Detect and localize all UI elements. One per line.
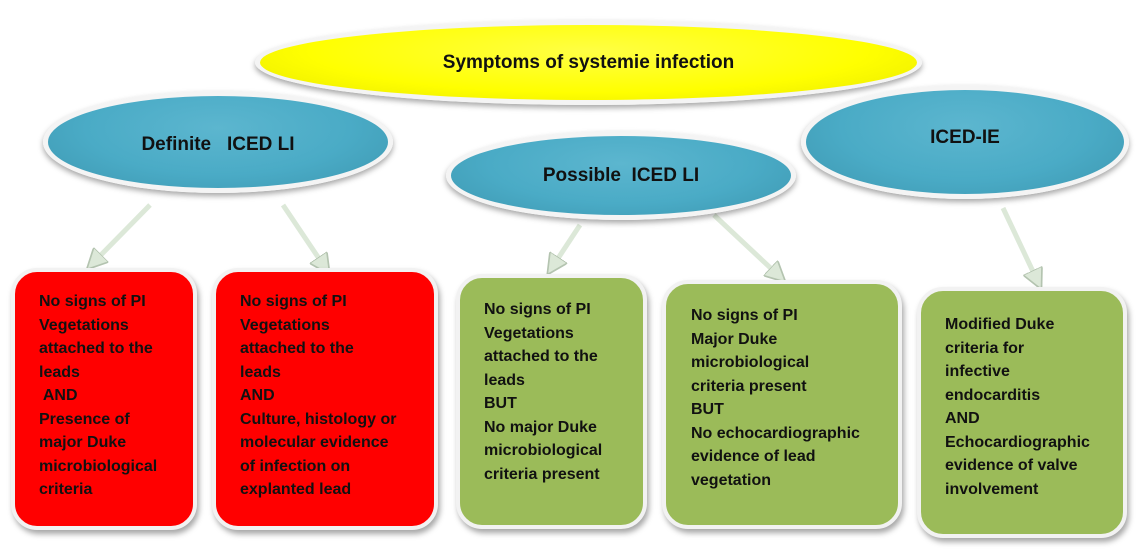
box-2-line: AND: [240, 387, 275, 404]
box-2-line: molecular evidence: [240, 434, 389, 451]
box-5-line: Echocardiographic: [945, 433, 1090, 451]
box-2-line: Vegetations: [240, 316, 330, 334]
box-3-line: Vegetations: [484, 324, 574, 342]
category-node-possible-label: Possible ICED LI: [542, 164, 700, 186]
box-4-line: No signs of PI: [691, 307, 798, 324]
box-1-line: major Duke: [39, 434, 127, 451]
arrow-definite-to-box-1: [94, 203, 152, 262]
box-4-line: No echocardiographic: [691, 424, 860, 442]
box-4-line: BUT: [691, 401, 724, 418]
box-2-line: explanted lead: [240, 481, 352, 498]
box-4-line: evidence of lead: [691, 448, 816, 465]
criteria-box-iced-ie: Modified Duke criteria for infective end…: [917, 287, 1127, 538]
box-3-line: No signs of PI: [484, 301, 591, 318]
arrow-possible-to-box-4: [712, 213, 778, 275]
criteria-box-possible-microbiological: No signs of PI Major Duke microbiologica…: [662, 280, 902, 529]
box-2-line: of infection on: [240, 457, 351, 475]
box-5-line: involvement: [945, 480, 1039, 498]
box-1-line: attached to the: [39, 340, 153, 357]
box-5-line: Modified Duke: [945, 316, 1055, 333]
criteria-box-possible-vegetation: No signs of PI Vegetations attached to t…: [456, 274, 647, 529]
box-2-line: attached to the: [240, 340, 354, 357]
box-3-line: BUT: [484, 395, 517, 412]
box-3-line: leads: [484, 371, 525, 389]
box-1-line: microbiological: [39, 457, 158, 475]
arrow-definite-to-box-2: [280, 203, 324, 266]
box-5-line: endocarditis: [945, 386, 1041, 404]
category-node-iced-ie-label: ICED-IE: [930, 127, 1000, 148]
box-1-line: Vegetations: [39, 316, 129, 334]
box-5-line: infective: [945, 363, 1010, 380]
box-5-line: AND: [945, 410, 980, 427]
arrow-icedie-to-box-5: [1000, 206, 1037, 280]
category-node-definite-label: Definite ICED LI: [141, 133, 295, 155]
box-1-line: criteria: [39, 481, 93, 498]
criteria-box-definite-vegetation: No signs of PI Vegetations attached to t…: [11, 268, 197, 530]
box-4-line: Major Duke: [691, 330, 778, 348]
box-1-line: Presence of: [39, 410, 130, 428]
criteria-box-definite-culture: No signs of PI Vegetations attached to t…: [212, 268, 438, 530]
box-1-line: leads: [39, 363, 80, 381]
box-1-line: AND: [39, 387, 78, 404]
box-1-line: No signs of PI: [39, 293, 146, 310]
box-3-line: No major Duke: [484, 418, 597, 436]
box-4-line: criteria present: [691, 377, 807, 395]
box-2-line: Culture, histology or: [240, 410, 397, 428]
category-node-definite: Definite ICED LI: [43, 91, 393, 193]
arrow-possible-to-box-3: [553, 223, 583, 266]
box-2-line: leads: [240, 363, 281, 381]
top-node-systemic-infection: Symptoms of systemie infection: [255, 20, 922, 105]
box-3-line: attached to the: [484, 348, 598, 365]
top-node-label: Symptoms of systemie infection: [442, 51, 735, 73]
box-5-line: evidence of valve: [945, 457, 1078, 474]
box-3-line: criteria present: [484, 465, 600, 483]
box-4-line: vegetation: [691, 471, 772, 489]
category-node-iced-ie: ICED-IE: [801, 85, 1129, 199]
box-2-line: No signs of PI: [240, 293, 347, 310]
box-5-line: criteria for: [945, 339, 1025, 357]
category-node-possible: Possible ICED LI: [446, 131, 796, 220]
box-4-line: microbiological: [691, 354, 810, 371]
box-3-line: microbiological: [484, 442, 603, 459]
